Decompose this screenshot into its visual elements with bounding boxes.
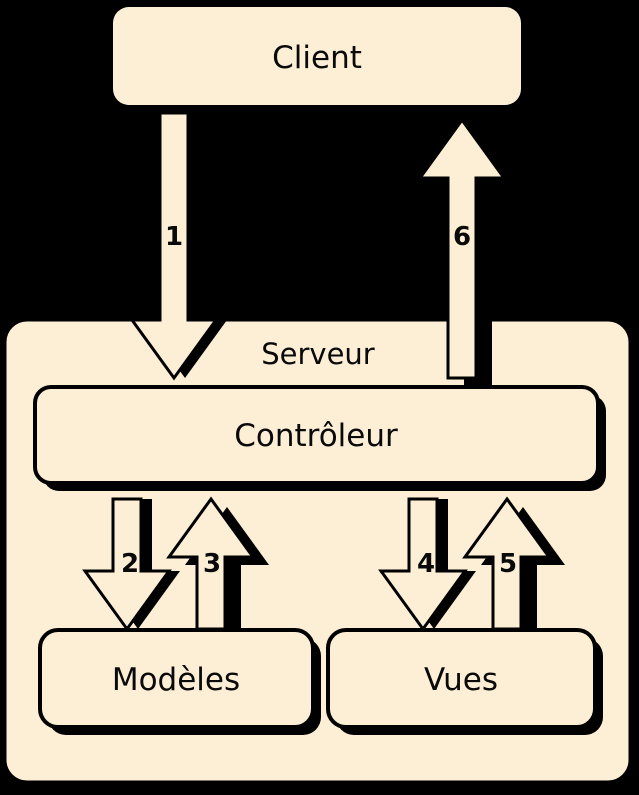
arrow-4[interactable]: 4 — [378, 497, 476, 632]
client-box — [113, 7, 521, 105]
arrow-1-body — [129, 111, 219, 381]
modeles-label: Modèles — [112, 662, 240, 698]
vues-box — [326, 628, 597, 729]
arrow-1-number: 1 — [165, 222, 183, 252]
arrow-6[interactable]: 6 — [417, 117, 520, 386]
node-controleur[interactable]: Contrôleur — [33, 385, 606, 491]
arrow-6-shadow — [436, 128, 520, 386]
arrow-5-number: 5 — [499, 549, 517, 579]
arrow-6-number: 6 — [453, 222, 471, 252]
node-vues[interactable]: Vues — [326, 628, 603, 735]
vues-label: Vues — [424, 662, 498, 698]
controleur-box — [33, 385, 600, 485]
arrow-1[interactable]: 1 — [129, 111, 227, 381]
arrow-6-body — [417, 117, 507, 380]
node-modeles[interactable]: Modèles — [38, 628, 321, 735]
node-client[interactable]: Client — [113, 7, 529, 113]
arrow-4-body — [378, 497, 468, 632]
serveur-label: Serveur — [261, 337, 375, 371]
arrow-3-number: 3 — [203, 549, 221, 579]
modeles-box — [38, 628, 315, 729]
client-label: Client — [272, 40, 362, 76]
arrow-2-number: 2 — [121, 549, 139, 579]
arrow-2[interactable]: 2 — [82, 497, 180, 632]
arrow-3[interactable]: 3 — [166, 496, 269, 637]
controleur-label: Contrôleur — [234, 418, 398, 454]
arrow-4-number: 4 — [417, 549, 435, 579]
arrow-2-body — [82, 497, 172, 632]
